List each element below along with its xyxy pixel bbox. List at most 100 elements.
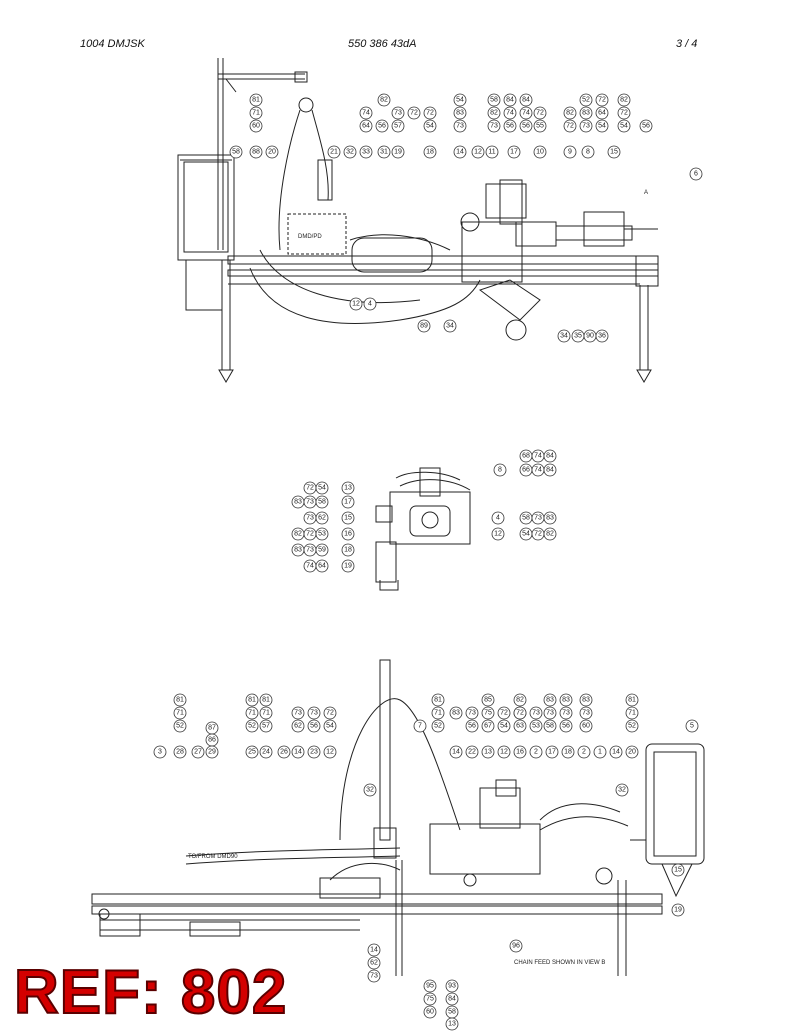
- callout-bubble: 86: [205, 733, 219, 747]
- callout-bubble: 73: [559, 706, 573, 720]
- callout-number: 54: [318, 485, 326, 492]
- callout-number: 71: [176, 710, 184, 717]
- callout-bubble: 73: [367, 969, 381, 983]
- callout-bubble: 58: [487, 93, 501, 107]
- callout-number: 73: [294, 710, 302, 717]
- callout-bubble: 95: [423, 979, 437, 993]
- callout-number: 90: [586, 333, 594, 340]
- callout-number: 71: [434, 710, 442, 717]
- callout-bubble: 83: [291, 543, 305, 557]
- callout-number: 32: [346, 149, 354, 156]
- callout-number: 31: [380, 149, 388, 156]
- callout-number: 72: [536, 110, 544, 117]
- callout-bubble: 83: [453, 106, 467, 120]
- callout-number: 7: [418, 723, 422, 730]
- callout-number: 34: [446, 323, 454, 330]
- callout-number: 4: [368, 301, 372, 308]
- callout-bubble: 72: [497, 706, 511, 720]
- callout-bubble: 72: [513, 706, 527, 720]
- callout-bubble: 75: [481, 706, 495, 720]
- callout-bubble: 13: [445, 1017, 459, 1031]
- callout-bubble: 84: [519, 93, 533, 107]
- callout-bubble: 64: [315, 559, 329, 573]
- callout-bubble: 54: [315, 481, 329, 495]
- callout-bubble: 82: [291, 527, 305, 541]
- callout-number: 81: [628, 697, 636, 704]
- callout-number: 15: [674, 867, 682, 874]
- callout-number: 17: [510, 149, 518, 156]
- callout-bubble: 73: [487, 119, 501, 133]
- callout-number: 19: [674, 907, 682, 914]
- callout-bubble: 93: [445, 979, 459, 993]
- callout-number: 54: [598, 123, 606, 130]
- callout-number: 64: [598, 110, 606, 117]
- callout-bubble: 24: [259, 745, 273, 759]
- callout-number: 32: [366, 787, 374, 794]
- callout-number: 89: [420, 323, 428, 330]
- callout-bubble: 4: [491, 511, 505, 525]
- callout-bubble: 14: [291, 745, 305, 759]
- callout-number: 14: [452, 749, 460, 756]
- to-from-label: TO/FROM DMD90: [188, 854, 238, 860]
- callout-bubble: 19: [341, 559, 355, 573]
- callout-bubble: 52: [579, 93, 593, 107]
- callout-bubble: 56: [559, 719, 573, 733]
- callout-number: 5: [690, 723, 694, 730]
- callout-bubble: 56: [307, 719, 321, 733]
- callout-bubble: 18: [561, 745, 575, 759]
- callout-number: 66: [522, 467, 530, 474]
- callout-bubble: 27: [191, 745, 205, 759]
- callout-bubble: 72: [303, 527, 317, 541]
- callout-bubble: 83: [543, 511, 557, 525]
- callout-bubble: 73: [453, 119, 467, 133]
- callout-number: 21: [330, 149, 338, 156]
- callout-bubble: 74: [531, 463, 545, 477]
- callout-bubble: 73: [391, 106, 405, 120]
- callout-bubble: 52: [245, 719, 259, 733]
- callout-bubble: 54: [519, 527, 533, 541]
- callout-number: 11: [488, 149, 495, 156]
- callout-number: 52: [176, 723, 184, 730]
- callout-number: 73: [582, 123, 590, 130]
- callout-number: 74: [306, 563, 314, 570]
- callout-number: 56: [506, 123, 514, 130]
- callout-bubble: 56: [375, 119, 389, 133]
- callout-number: 73: [306, 547, 314, 554]
- callout-number: 71: [248, 710, 256, 717]
- callout-number: 71: [628, 710, 636, 717]
- callout-number: 34: [560, 333, 568, 340]
- callout-number: 20: [628, 749, 636, 756]
- callout-number: 85: [484, 697, 492, 704]
- callout-bubble: 82: [487, 106, 501, 120]
- callout-number: 13: [344, 485, 352, 492]
- callout-number: 54: [500, 723, 508, 730]
- callout-bubble: 72: [533, 106, 547, 120]
- callout-bubble: 71: [431, 706, 445, 720]
- callout-number: 56: [310, 723, 318, 730]
- callout-bubble: 2: [529, 745, 543, 759]
- callout-bubble: 19: [391, 145, 405, 159]
- callout-number: 52: [582, 97, 590, 104]
- callout-bubble: 15: [341, 511, 355, 525]
- callout-number: 57: [394, 123, 402, 130]
- callout-number: 14: [612, 749, 620, 756]
- document-number: 550 386 43dA: [348, 38, 417, 50]
- callout-number: 81: [248, 697, 256, 704]
- callout-bubble: 8: [493, 463, 507, 477]
- callout-bubble: 11: [485, 145, 499, 159]
- callout-number: 19: [394, 149, 402, 156]
- callout-number: 19: [344, 563, 352, 570]
- callout-number: 29: [208, 749, 216, 756]
- chain-feed-label: CHAIN FEED SHOWN IN VIEW B: [514, 960, 605, 966]
- callout-bubble: 28: [173, 745, 187, 759]
- callout-number: 75: [484, 710, 492, 717]
- callout-bubble: 5: [685, 719, 699, 733]
- callout-bubble: 54: [497, 719, 511, 733]
- callout-bubble: 83: [579, 106, 593, 120]
- callout-bubble: 34: [443, 319, 457, 333]
- callout-number: 84: [546, 467, 554, 474]
- callout-bubble: 72: [563, 119, 577, 133]
- callout-bubble: 74: [359, 106, 373, 120]
